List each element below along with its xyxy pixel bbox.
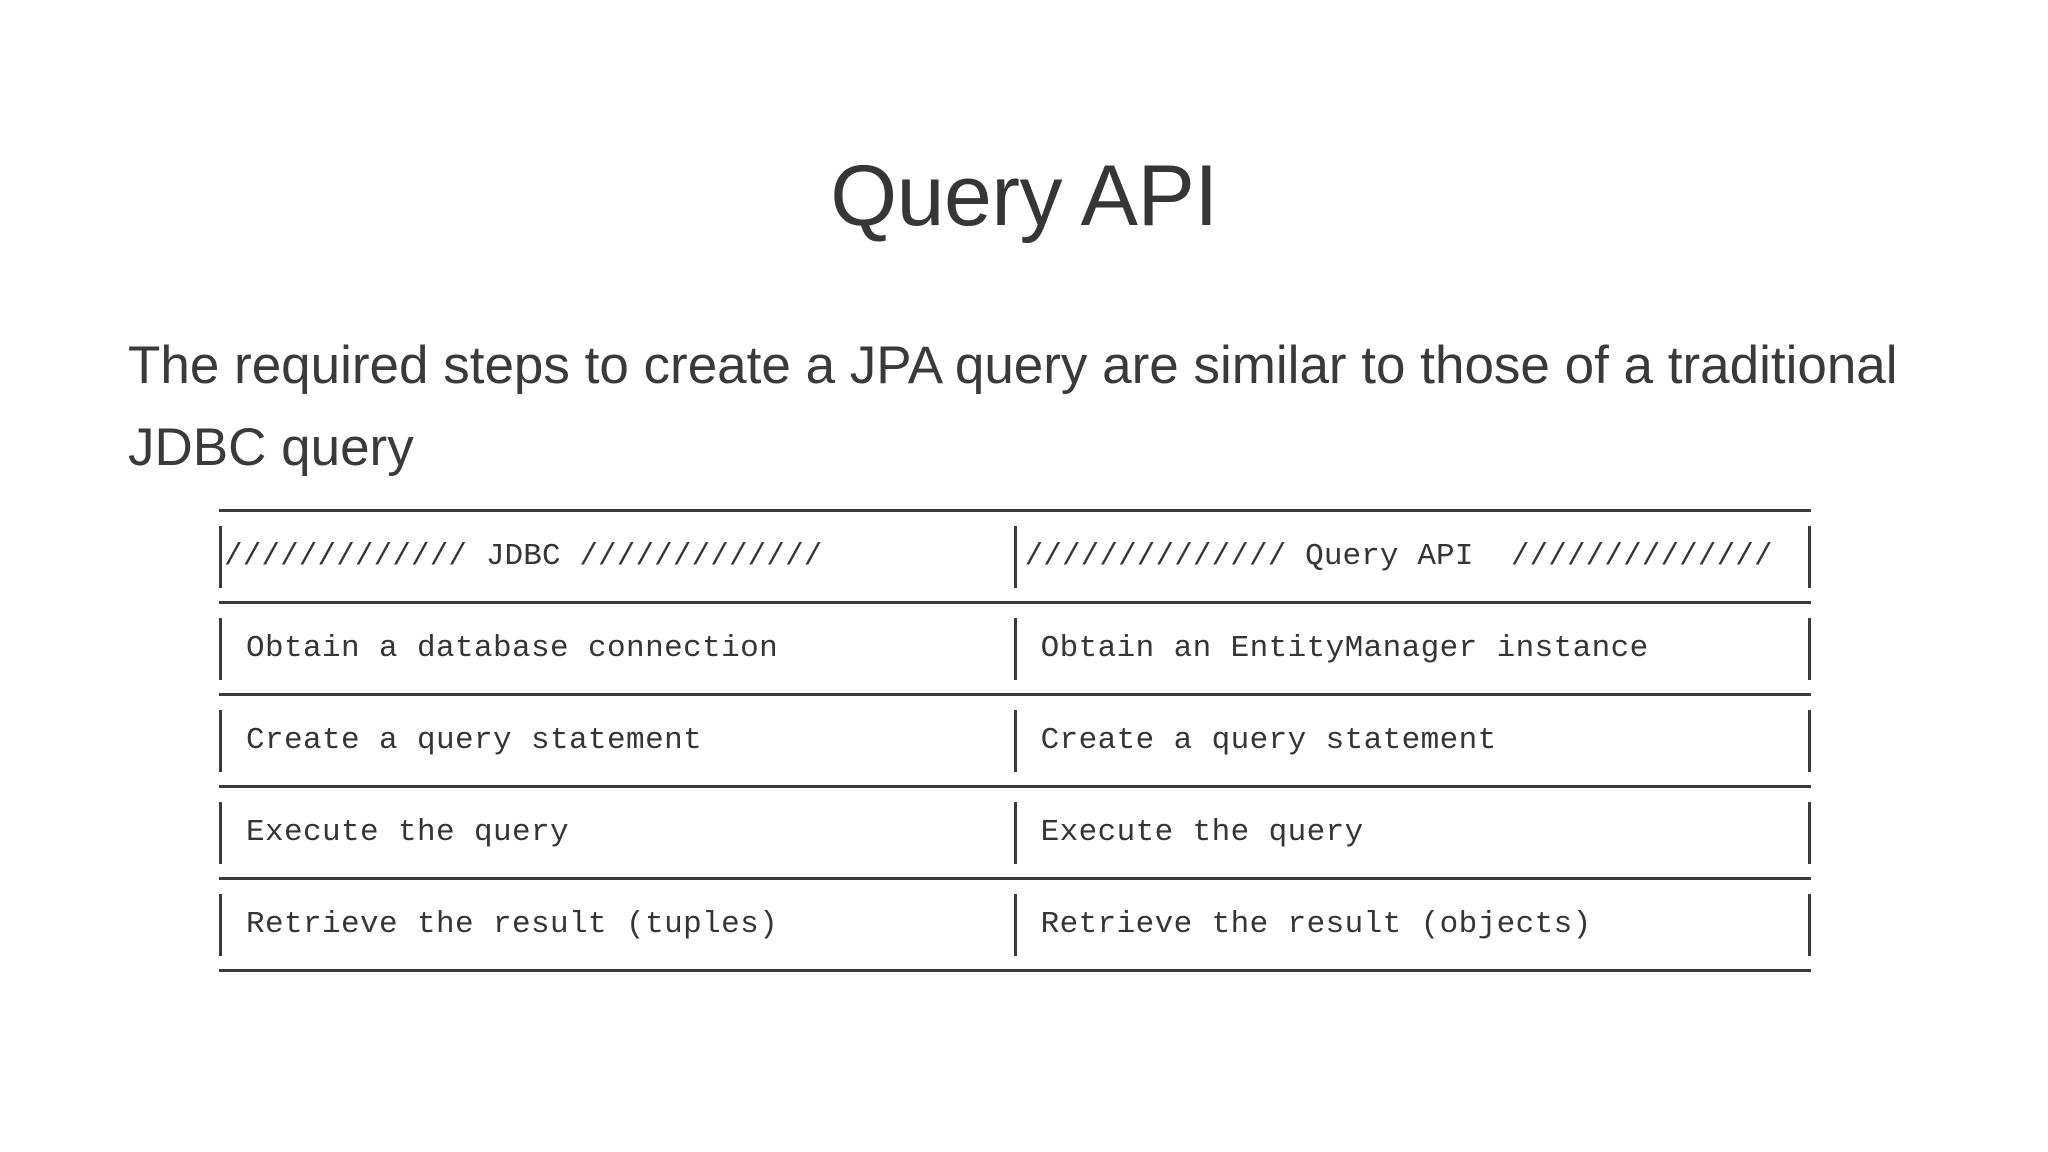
pipe-icon [1013, 617, 1017, 680]
table-cell-query-api: Create a query statement [1017, 696, 1811, 785]
table-cell-query-api: Execute the query [1017, 788, 1811, 877]
pipe-icon [1807, 893, 1811, 956]
pipe-icon [219, 525, 222, 588]
table-rule [219, 785, 1811, 788]
table-row: Retrieve the result (tuples) Retrieve th… [219, 880, 1811, 969]
table-rule [219, 601, 1811, 604]
table-header-label-query-api: ////////////// Query API ////////////// [1024, 539, 1773, 574]
table-cell-jdbc: Create a query statement [219, 696, 1017, 785]
table-cell-jdbc: Execute the query [219, 788, 1017, 877]
table-cell-text: Execute the query [246, 815, 570, 850]
pipe-icon [219, 893, 222, 956]
pipe-icon [1807, 709, 1811, 772]
table-cell-query-api: Obtain an EntityManager instance [1017, 604, 1811, 693]
table-cell-query-api: Retrieve the result (objects) [1017, 880, 1811, 969]
table-cell-text: Execute the query [1040, 815, 1364, 850]
pipe-icon [1013, 893, 1017, 956]
slide-body-text: The required steps to create a JPA query… [128, 336, 1898, 477]
table-rule [219, 877, 1811, 880]
table-row: Obtain a database connection Obtain an E… [219, 604, 1811, 693]
table-header-label-jdbc: ///////////// JDBC ///////////// [224, 539, 823, 574]
table-header-cell-query-api: ////////////// Query API ////////////// [1017, 512, 1811, 601]
table-cell-text: Obtain a database connection [246, 631, 779, 666]
table-row: Execute the query Execute the query [219, 788, 1811, 877]
pipe-icon [219, 709, 222, 772]
pipe-icon [1807, 525, 1811, 588]
table-bottom-border [219, 969, 1811, 972]
pipe-icon [219, 617, 222, 680]
table-cell-text: Create a query statement [246, 723, 703, 758]
pipe-icon [1807, 801, 1811, 864]
table-row: Create a query statement Create a query … [219, 696, 1811, 785]
table-cell-text: Create a query statement [1040, 723, 1497, 758]
comparison-table: ///////////// JDBC ///////////// ///////… [219, 509, 1811, 972]
pipe-icon [1013, 525, 1017, 588]
table-cell-text: Obtain an EntityManager instance [1040, 631, 1649, 666]
table-rule [219, 693, 1811, 696]
table-cell-text: Retrieve the result (objects) [1040, 907, 1592, 942]
pipe-icon [1013, 709, 1017, 772]
page-title: Query API [830, 147, 1218, 244]
pipe-icon [1013, 801, 1017, 864]
table-top-border [219, 509, 1811, 512]
table-cell-text: Retrieve the result (tuples) [246, 907, 779, 942]
pipe-icon [1807, 617, 1811, 680]
table-header-row: ///////////// JDBC ///////////// ///////… [219, 512, 1811, 601]
table-cell-jdbc: Retrieve the result (tuples) [219, 880, 1017, 969]
pipe-icon [219, 801, 222, 864]
table-cell-jdbc: Obtain a database connection [219, 604, 1017, 693]
table-header-cell-jdbc: ///////////// JDBC ///////////// [219, 512, 1017, 601]
